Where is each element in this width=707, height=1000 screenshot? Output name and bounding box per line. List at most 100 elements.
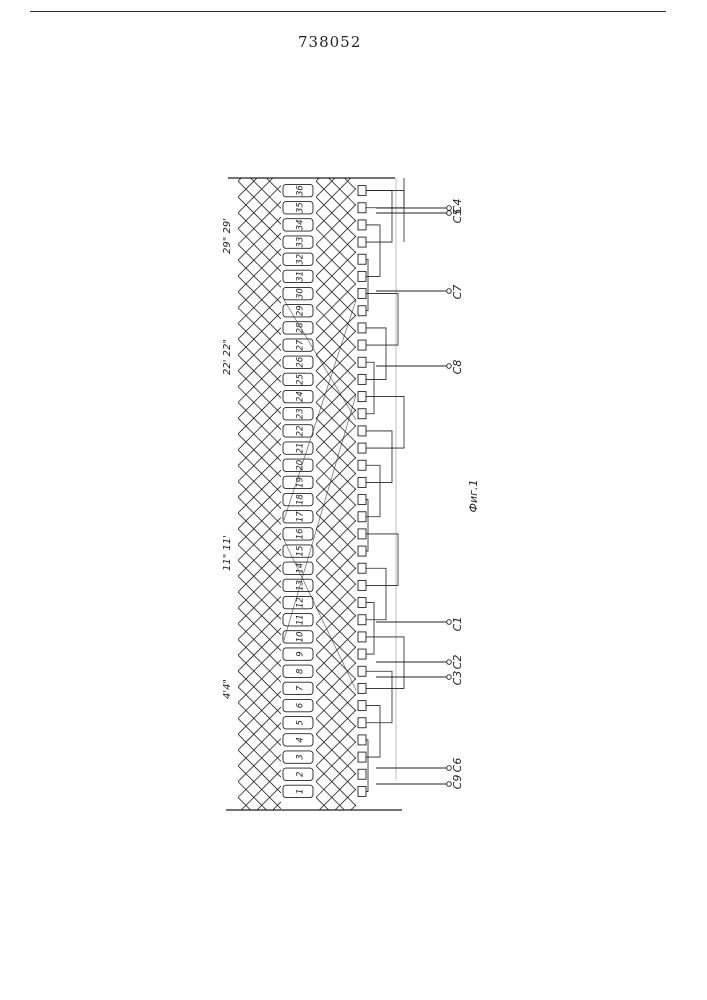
hatch-line	[316, 782, 356, 822]
terminal-label-C4: C4	[451, 199, 464, 214]
hatch-line	[316, 244, 356, 284]
hatch-line	[316, 402, 356, 442]
terminal-block	[358, 512, 366, 522]
hatch-line	[316, 157, 356, 197]
slot-number-34: 34	[296, 220, 306, 231]
hatch-line	[316, 441, 356, 481]
hatch-line	[238, 486, 281, 529]
slot-number-5: 5	[296, 720, 306, 725]
hatch-line	[316, 94, 356, 134]
hatch-line	[238, 739, 281, 782]
hatch-line	[238, 201, 281, 244]
slot-number-2: 2	[296, 772, 306, 777]
hatch-line	[238, 296, 281, 339]
terminal-label-C2: C2	[451, 655, 464, 670]
hatch-line	[238, 466, 281, 509]
hatch-line	[238, 639, 281, 682]
terminal-block	[358, 683, 366, 693]
slot-number-23: 23	[296, 408, 306, 419]
hatch-line	[238, 723, 281, 766]
hatch-line	[238, 770, 281, 813]
hatch-line	[316, 260, 356, 300]
hatch-line	[316, 805, 356, 845]
slot-number-29: 29	[296, 305, 306, 316]
hatch-line	[316, 710, 356, 750]
hatch-line	[316, 347, 356, 387]
connection-line	[366, 637, 404, 689]
coil-marker-label: 4'4"	[222, 679, 233, 699]
hatch-line	[316, 520, 356, 560]
hatch-line	[238, 513, 281, 556]
hatch-line	[316, 181, 356, 221]
hatch-line	[316, 134, 356, 174]
hatch-line	[316, 726, 356, 766]
hatch-line	[238, 707, 281, 750]
hatch-line	[238, 628, 281, 671]
terminal-block	[358, 786, 366, 796]
hatch-line	[238, 260, 281, 303]
terminal-block	[358, 649, 366, 659]
connection-wiring	[366, 178, 451, 791]
hatch-line	[316, 434, 356, 474]
hatch-line	[316, 687, 356, 727]
hatch-line	[238, 91, 281, 134]
hatch-line	[316, 797, 356, 837]
left-crosshatch	[238, 75, 281, 904]
hatch-line	[238, 328, 281, 371]
hatch-line	[316, 694, 356, 734]
hatch-line	[238, 718, 281, 761]
hatch-line	[238, 529, 281, 572]
hatch-line	[238, 197, 281, 240]
terminal-block	[358, 443, 366, 453]
slot-number-28: 28	[296, 322, 306, 333]
hatch-line	[238, 359, 281, 402]
hatch-line	[238, 502, 281, 545]
hatch-line	[316, 766, 356, 806]
hatch-line	[238, 691, 281, 734]
hatch-line	[238, 371, 281, 414]
terminal-block	[358, 615, 366, 625]
hatch-line	[238, 470, 281, 513]
hatch-line	[238, 545, 281, 588]
hatch-line	[238, 312, 281, 355]
hatch-line	[316, 624, 356, 664]
hatch-line	[238, 687, 281, 730]
slot-number-4: 4	[296, 737, 306, 742]
slot-number-14: 14	[296, 563, 306, 574]
connection-line	[366, 397, 404, 449]
terminal-block	[358, 529, 366, 539]
hatch-line	[316, 497, 356, 537]
hatch-line	[316, 204, 356, 244]
hatch-line	[316, 536, 356, 576]
hatch-line	[238, 517, 281, 560]
hatch-line	[238, 186, 281, 229]
hatch-line	[238, 549, 281, 592]
slot-number-27: 27	[296, 339, 306, 350]
hatch-line	[238, 138, 281, 181]
hatch-line	[238, 122, 281, 165]
slot-number-1: 1	[296, 789, 306, 794]
hatch-line	[238, 592, 281, 635]
hatch-line	[238, 581, 281, 624]
hatch-line	[316, 473, 356, 513]
figure-caption: Фиг.1	[467, 480, 480, 513]
hatch-line	[238, 265, 281, 308]
hatch-line	[238, 165, 281, 208]
terminal-block	[358, 666, 366, 676]
terminal-block	[358, 340, 366, 350]
connection-line	[366, 740, 368, 792]
hatch-line	[238, 233, 281, 276]
hatch-line	[238, 818, 281, 861]
hatch-line	[316, 773, 356, 813]
hatch-line	[316, 821, 356, 861]
terminal-block	[358, 186, 366, 196]
terminal-label-C9: C9	[451, 775, 464, 790]
hatch-line	[238, 308, 281, 351]
hatch-line	[316, 450, 356, 490]
hatch-line	[316, 489, 356, 529]
hatch-line	[238, 391, 281, 434]
terminal-block	[358, 735, 366, 745]
connection-line	[366, 191, 404, 208]
terminal-block	[358, 769, 366, 779]
terminal-block	[358, 752, 366, 762]
